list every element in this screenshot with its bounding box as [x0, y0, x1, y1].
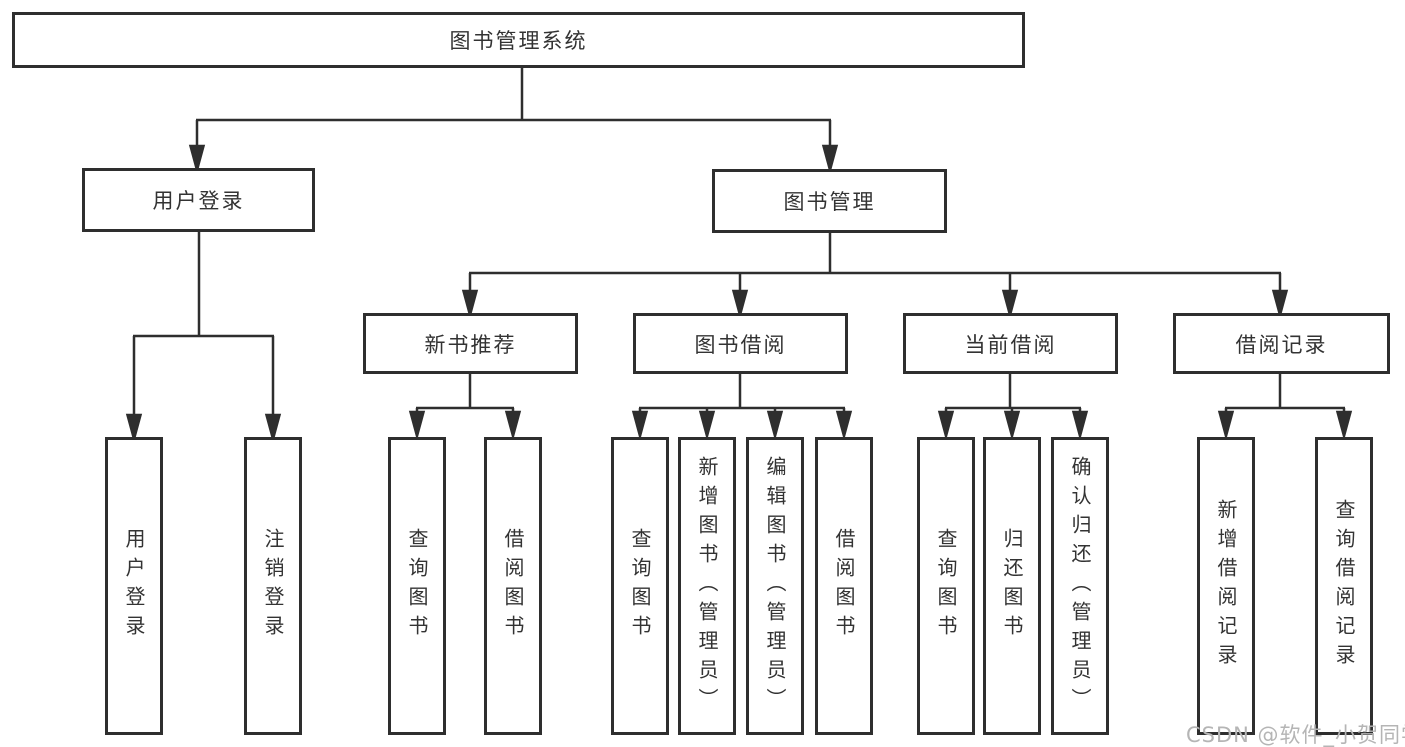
node-book-borrowing: 图书借阅: [633, 313, 848, 374]
leaf-edit-book-admin: 编辑图书（管理员）: [746, 437, 804, 735]
leaf-query-books-recommend-label: 查询图书: [405, 528, 429, 644]
leaf-return-book-label: 归还图书: [1000, 528, 1024, 644]
node-book-management: 图书管理: [712, 169, 947, 233]
leaf-user-login: 用户登录: [105, 437, 163, 735]
leaf-return-book: 归还图书: [983, 437, 1041, 735]
leaf-user-login-label: 用户登录: [122, 528, 146, 644]
leaf-query-books-borrowing: 查询图书: [611, 437, 669, 735]
leaf-logout-login-label: 注销登录: [261, 528, 285, 644]
node-user-login-label: 用户登录: [152, 189, 245, 213]
node-new-book-recommend-label: 新书推荐: [424, 332, 517, 357]
leaf-query-borrow-record: 查询借阅记录: [1315, 437, 1373, 735]
csdn-watermark: CSDN @软件_小贺同学: [1186, 723, 1405, 747]
leaf-confirm-return-admin-label: 确认归还（管理员）: [1068, 455, 1092, 717]
leaf-query-books-borrowing-label: 查询图书: [628, 528, 652, 644]
leaf-query-borrow-record-label: 查询借阅记录: [1332, 499, 1356, 673]
leaf-edit-book-admin-label: 编辑图书（管理员）: [763, 455, 787, 717]
leaf-borrow-books-recommend: 借阅图书: [484, 437, 542, 735]
leaf-borrow-books-recommend-label: 借阅图书: [501, 528, 525, 644]
leaf-confirm-return-admin: 确认归还（管理员）: [1051, 437, 1109, 735]
leaf-borrow-books-borrowing: 借阅图书: [815, 437, 873, 735]
node-book-borrowing-label: 图书借阅: [694, 332, 787, 357]
node-user-login: 用户登录: [82, 168, 315, 232]
leaf-add-book-admin: 新增图书（管理员）: [678, 437, 736, 735]
leaf-query-books-current: 查询图书: [917, 437, 975, 735]
node-borrow-records-label: 借阅记录: [1235, 332, 1328, 357]
node-new-book-recommend: 新书推荐: [363, 313, 578, 374]
node-root-label: 图书管理系统: [449, 29, 588, 53]
leaf-add-book-admin-label: 新增图书（管理员）: [695, 455, 719, 717]
leaf-query-books-recommend: 查询图书: [388, 437, 446, 735]
node-current-borrowing-label: 当前借阅: [964, 332, 1057, 357]
node-root-system: 图书管理系统: [12, 12, 1025, 68]
node-current-borrowing: 当前借阅: [903, 313, 1118, 374]
leaf-logout-login: 注销登录: [244, 437, 302, 735]
leaf-add-borrow-record: 新增借阅记录: [1197, 437, 1255, 735]
leaf-query-books-current-label: 查询图书: [934, 528, 958, 644]
node-book-management-label: 图书管理: [783, 190, 876, 214]
node-borrow-records: 借阅记录: [1173, 313, 1390, 374]
leaf-add-borrow-record-label: 新增借阅记录: [1214, 499, 1238, 673]
leaf-borrow-books-borrowing-label: 借阅图书: [832, 528, 856, 644]
